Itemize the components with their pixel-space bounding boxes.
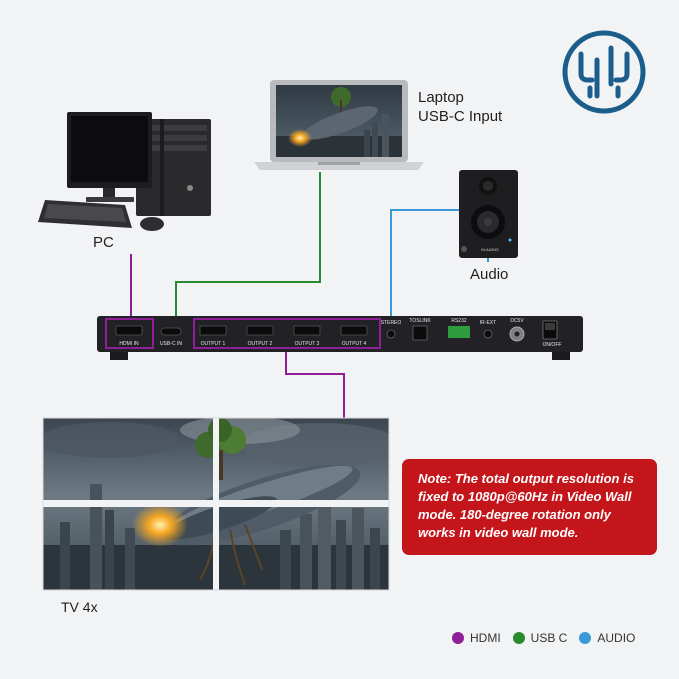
port-dc5v: DC5V [510,318,524,324]
legend-label-hdmi: HDMI [470,631,501,645]
port-usbc-in: USB-C IN [160,341,182,347]
port-output-1: OUTPUT 1 [201,341,226,347]
laptop-label-line2: USB-C Input [418,108,503,125]
video-wall-icon [42,417,390,591]
speaker-brand: M-AUDIO [481,247,498,252]
legend-label-audio: AUDIO [597,631,636,645]
legend-dot-hdmi [452,632,464,644]
legend-item-hdmi: HDMI [452,631,501,645]
legend-label-usbc: USB C [530,631,568,645]
port-output-3: OUTPUT 3 [295,341,320,347]
usbc-cable-laptop [175,172,321,322]
legend-item-usbc: USB C [512,631,568,645]
port-toslink: TOSLINK [409,318,431,324]
tv-label: TV 4x [61,599,98,615]
pc-label: PC [93,234,114,251]
video-wall-controller-icon: HDMI IN USB-C IN OUTPUT 1 OUTPUT 2 OUTPU… [97,316,583,360]
legend-dot-audio [579,632,592,644]
port-stereo: STEREO [381,320,402,326]
legend: HDMI USB C AUDIO [452,628,647,648]
port-rs232: RS232 [451,318,467,324]
note-box: Note: The total output resolution is fix… [402,459,657,555]
legend-dot-usbc [512,632,525,644]
laptop-label-line1: Laptop [418,89,464,106]
port-ir-ext: IR-EXT [480,320,496,326]
desktop-pc-icon [38,112,211,231]
audio-label: Audio [470,266,509,283]
port-output-4: OUTPUT 4 [342,341,367,347]
laptop-icon [254,80,424,170]
note-text: Note: The total output resolution is fix… [418,471,634,540]
legend-item-audio: AUDIO [579,631,635,645]
laptop-label: Laptop USB-C Input [418,88,502,126]
speaker-icon: M-AUDIO [459,170,518,258]
port-power: ON/OFF [543,342,562,348]
brand-logo-icon [562,30,646,114]
port-hdmi-in: HDMI IN [119,341,139,347]
hdmi-cable-tv [285,350,345,418]
port-output-2: OUTPUT 2 [248,341,273,347]
